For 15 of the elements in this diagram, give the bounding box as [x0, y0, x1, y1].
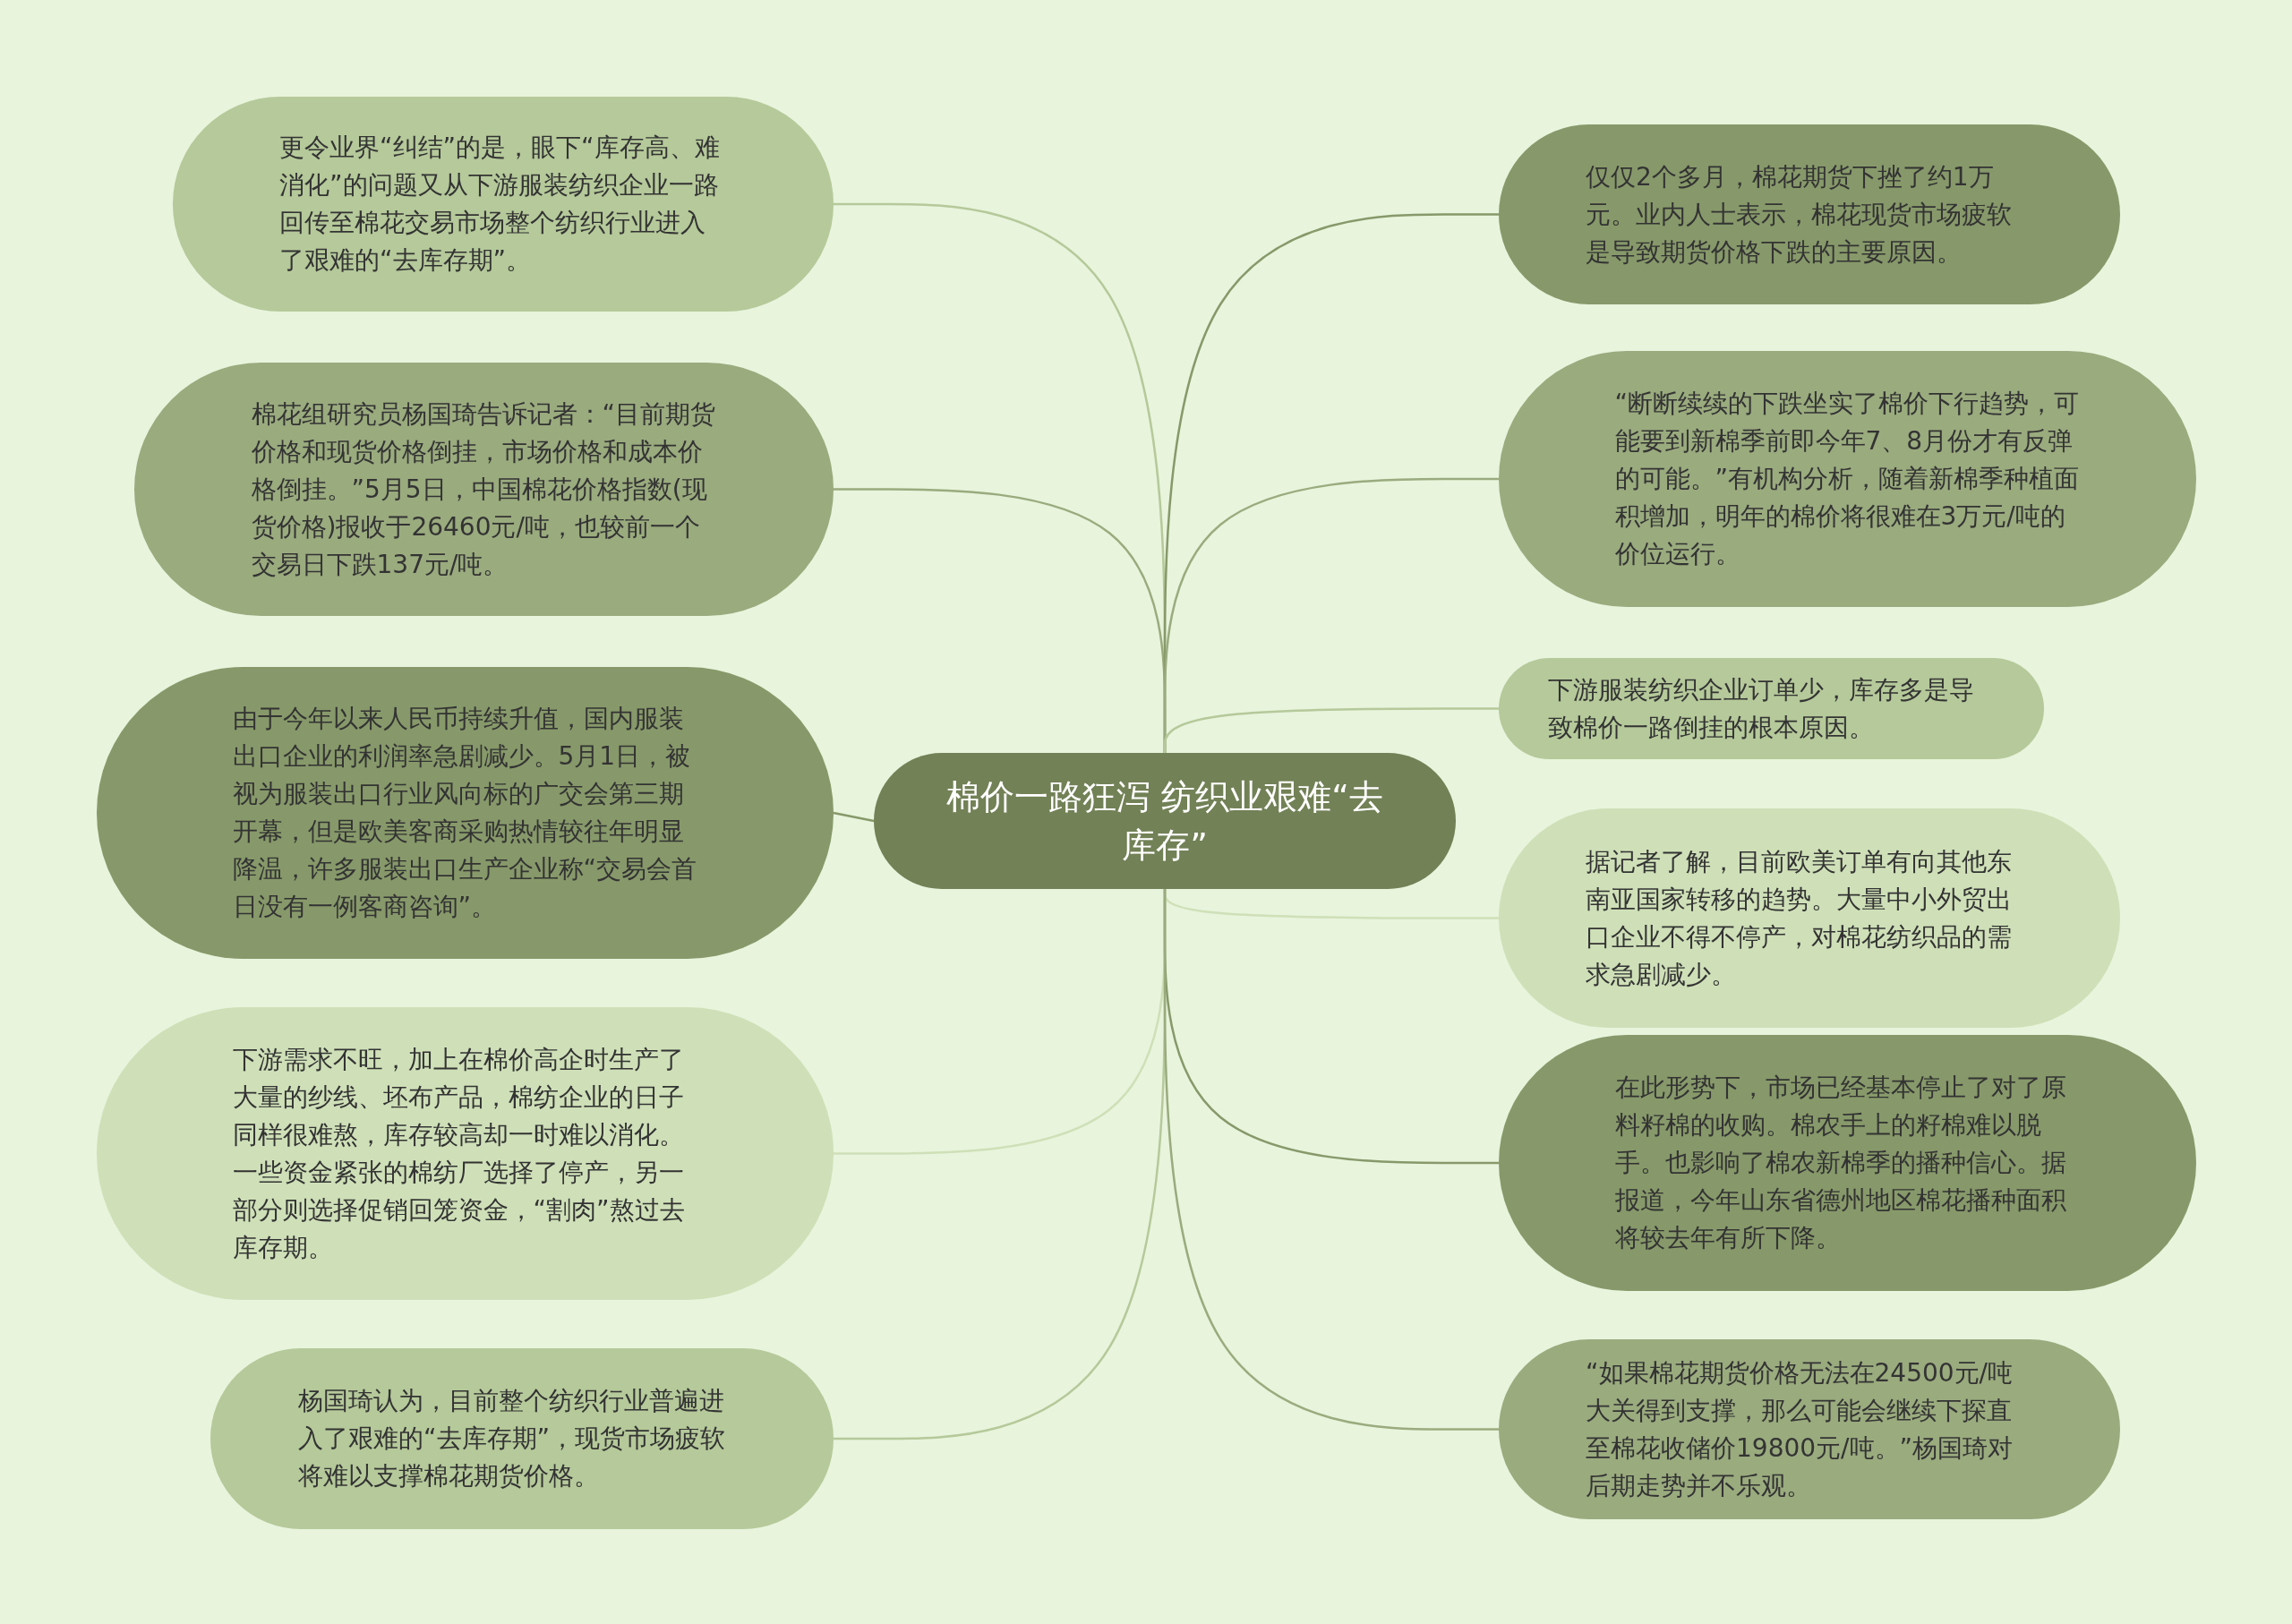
node-text: 仅仅2个多月，棉花期货下挫了约1万元。业内人士表示，棉花现货市场疲软是导致期货价格下跌的主要原因。 [1586, 160, 2013, 269]
node-text: 下游服装纺织企业订单少，库存多是导致棉价一路倒挂的根本原因。 [1547, 673, 1975, 744]
node-text: 下游需求不旺，加上在棉价高企时生产了大量的纱线、坯布产品，棉纺企业的日子同样很难熬，库存较高却一时难以消化。一些资金紧张的棉纺厂选择了停产，另一部分则选择促销回笼资金，“割肉”熬过去库存期。 [232, 1043, 686, 1264]
node-text: “如果棉花期货价格无法在24500元/吨大关得到支撑，那么可能会继续下探直至棉花收储价19800元/吨。”杨国琦对后期走势并不乐观。 [1586, 1356, 2014, 1502]
node-text: 杨国琦认为，目前整个纺织行业普遍进入了艰难的“去库存期”，现货市场疲软将难以支撑棉花期货价格。 [298, 1385, 726, 1492]
node-text: 据记者了解，目前欧美订单有向其他东南亚国家转移的趋势。大量中小外贸出口企业不得不停产，对棉花纺织品的需求急剧减少。 [1586, 845, 2013, 991]
node-text: 在此形势下，市场已经基本停止了对了原料籽棉的收购。棉农手上的籽棉难以脱手。也影响了棉农新棉季的播种信心。据报道，今年山东省德州地区棉花播种面积将较去年有所下降。 [1614, 1072, 2067, 1254]
node-text: 更令业界“纠结”的是，眼下“库存高、难消化”的问题又从下游服装纺织企业一路回传至棉花交易市场整个纺织行业进入了艰难的“去库存期”。 [279, 132, 721, 277]
connector-line [1163, 889, 1499, 1431]
topic-title: 棉价一路狂泻 纺织业艰难“去库存” [945, 776, 1384, 867]
node-text: 棉花组研究员杨国琦告诉记者：“目前期货价格和现货价格倒挂，市场价格和成本价格倒挂。”5月5日，中国棉花价格指数(现货价格)报收于26460元/吨，也较前一个交易日下跌137元/吨。 [251, 397, 716, 581]
connector-line [833, 811, 875, 823]
node-text: 由于今年以来人民币持续升值，国内服装出口企业的利润率急剧减少。5月1日，被视为服装出口行业风向标的广交会第三期开幕，但是欧美客商采购热情较往年明显降温，许多服装出口生产企业称“交易会首日没有一例客商咨询”。 [232, 703, 697, 923]
connector-line [1163, 707, 1499, 753]
node-text: “断断续续的下跌坐实了棉价下行趋势，可能要到新棉季前即今年7、8月份才有反弹的可能。”有机构分析，随着新棉季种植面积增加，明年的棉价将很难在3万元/吨的价位运行。 [1614, 388, 2080, 570]
